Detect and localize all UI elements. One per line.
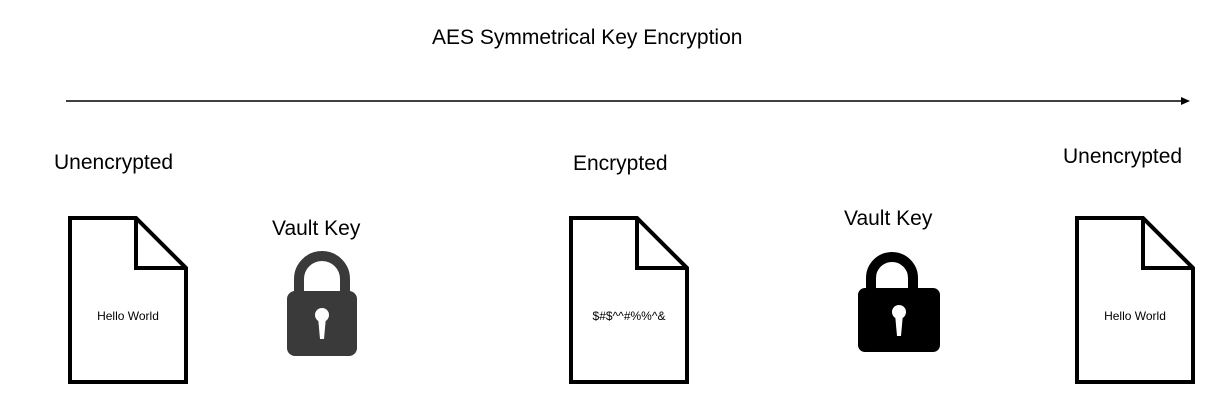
document-content: Hello World <box>1104 309 1166 323</box>
unlocked-padlock-icon <box>858 252 940 352</box>
stage-label-unencrypted-1: Unencrypted <box>54 151 174 174</box>
document-icon <box>1075 216 1195 384</box>
document-content: $#$^^#%%^& <box>592 309 666 323</box>
stage-label-encrypted: Encrypted <box>573 152 668 175</box>
document-unencrypted-1: Hello World <box>68 216 188 389</box>
document-icon <box>569 216 689 384</box>
document-unencrypted-2: Hello World <box>1075 216 1195 389</box>
document-icon <box>68 216 188 384</box>
locked-padlock-icon <box>287 251 357 356</box>
key-label-lock: Vault Key <box>272 217 361 240</box>
key-label-unlock: Vault Key <box>844 207 933 230</box>
document-content: Hello World <box>97 309 159 323</box>
diagram-title: AES Symmetrical Key Encryption <box>432 26 743 49</box>
timeline-arrow <box>66 97 1190 105</box>
document-encrypted: $#$^^#%%^& <box>569 216 689 389</box>
stage-label-unencrypted-2: Unencrypted <box>1063 145 1183 168</box>
